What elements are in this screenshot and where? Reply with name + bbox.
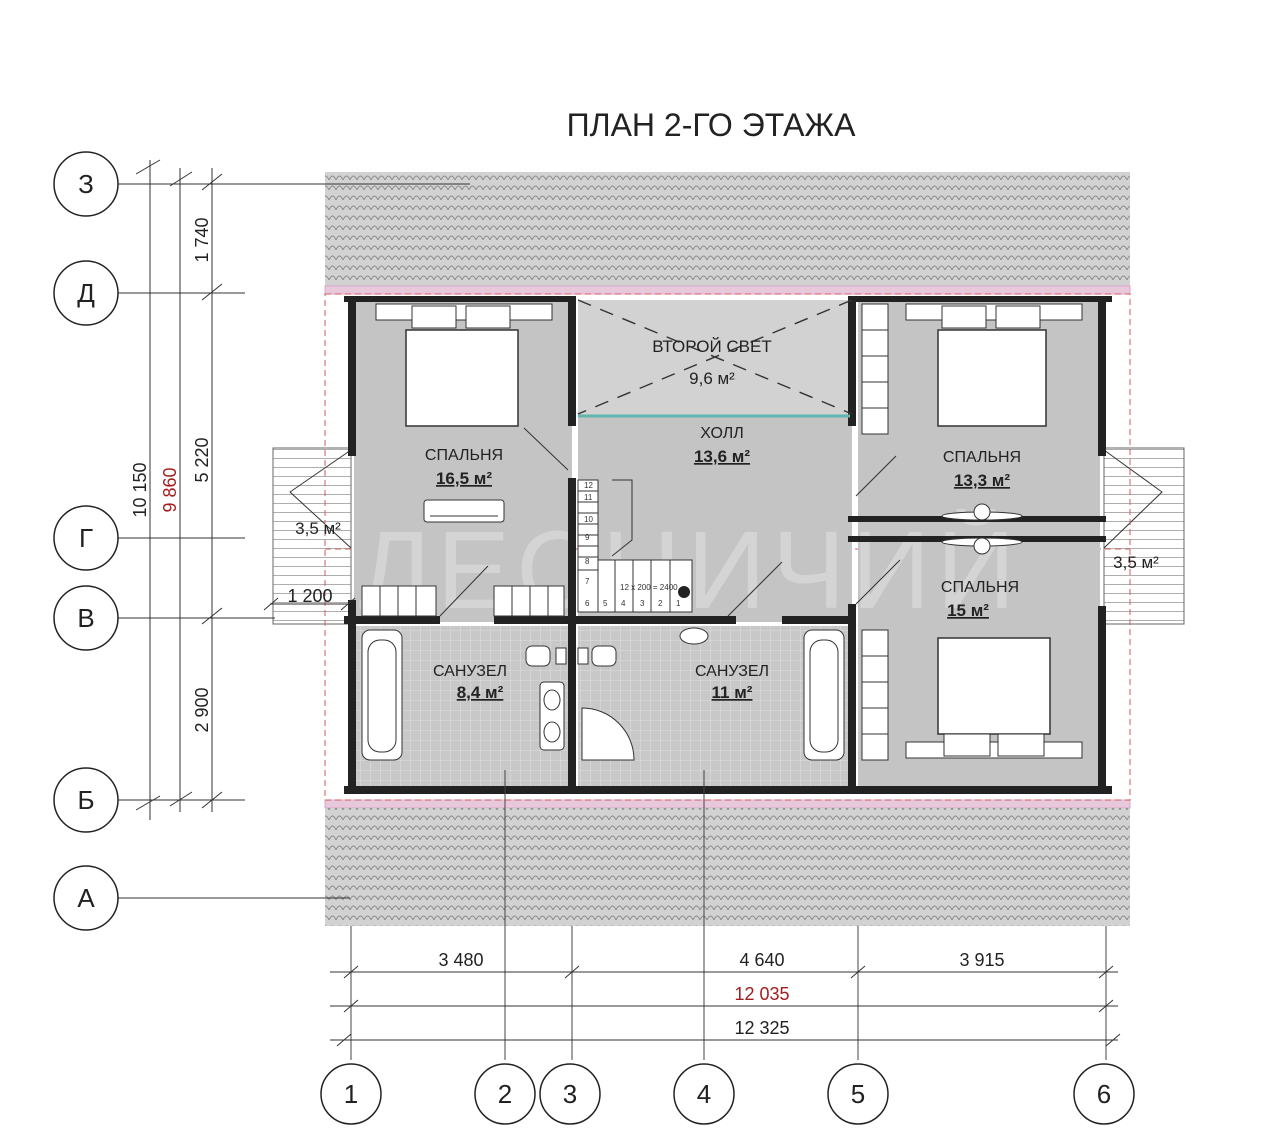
toilets — [525, 645, 617, 667]
column-axis-lines — [350, 770, 1107, 1060]
stair-step-12: 12 — [584, 481, 593, 490]
building-outline — [324, 293, 1131, 801]
dim-span-3-5: 4 640 — [739, 950, 784, 970]
balcony-left — [272, 447, 352, 625]
second-light-floor — [578, 300, 852, 416]
bedroom-right-bottom-name: СПАЛЬНЯ — [941, 579, 1019, 596]
wardrobe-left-bottom — [361, 585, 565, 617]
stair-post — [678, 586, 690, 598]
air-conditioner-icon — [423, 499, 505, 523]
axis-col-6: 6 — [1097, 1079, 1111, 1109]
bathtub-left — [361, 629, 403, 761]
axis-row-v: В — [77, 603, 94, 633]
bedroom-right-top-area: 13,3 м² — [954, 471, 1010, 490]
bed-left — [375, 303, 553, 427]
row-axis-bubbles — [53, 151, 119, 931]
shower-cabin — [581, 707, 635, 761]
axis-col-3: 3 — [563, 1079, 577, 1109]
dim-balcony-depth: 1 200 — [287, 586, 332, 606]
dim-span-1-3: 3 480 — [438, 950, 483, 970]
stair-step-11: 11 — [584, 493, 593, 502]
balcony-right-area: 3,5 м² — [1113, 553, 1159, 572]
stair-step-4: 4 — [621, 599, 626, 608]
roof-top — [324, 172, 1131, 295]
door-swings — [439, 427, 901, 617]
stair-label: 12 x 200 = 2400 — [620, 583, 678, 592]
axis-col-1: 1 — [344, 1079, 358, 1109]
bathroom-center-area: 11 м² — [712, 683, 753, 702]
stair-step-8: 8 — [585, 557, 590, 566]
stair-step-1: 1 — [676, 599, 681, 608]
bathtub-right — [803, 629, 845, 761]
balcony-right — [1103, 447, 1185, 625]
sinks — [539, 627, 709, 751]
roof-bottom — [324, 799, 1131, 926]
bathroom-left-name: САНУЗЕЛ — [433, 663, 507, 680]
walls — [344, 296, 1112, 794]
dim-total-outer: 12 325 — [734, 1018, 789, 1038]
stair-step-5: 5 — [603, 599, 608, 608]
bed-right-bottom — [905, 637, 1083, 759]
axis-col-4: 4 — [697, 1079, 711, 1109]
stair-step-2: 2 — [658, 599, 663, 608]
axis-row-g: Г — [79, 523, 93, 553]
balcony-left-area: 3,5 м² — [295, 519, 341, 538]
hall-area: 13,6 м² — [694, 447, 750, 466]
dim-total-inner: 12 035 — [734, 984, 789, 1004]
dim-span-d-v: 5 220 — [192, 437, 212, 482]
tv-units — [941, 503, 1023, 555]
stair-step-10: 10 — [584, 515, 593, 524]
stair-step-6: 6 — [585, 599, 590, 608]
dim-span-5-6: 3 915 — [959, 950, 1004, 970]
plan-title: ПЛАН 2-ГО ЭТАЖА — [567, 107, 856, 143]
wardrobe-right-top — [861, 303, 889, 435]
bedroom-left-area: 16,5 м² — [436, 469, 492, 488]
column-axis-bubbles — [320, 1063, 1135, 1125]
left-dimension-lines — [118, 159, 470, 899]
axis-row-z: З — [78, 169, 94, 199]
hall-name: ХОЛЛ — [700, 425, 743, 442]
staircase: 12 11 10 9 8 7 6 5 4 3 2 1 12 x 200 = 24… — [577, 479, 693, 613]
stair-step-9: 9 — [585, 533, 590, 542]
axis-row-a: А — [77, 883, 95, 913]
stair-step-7: 7 — [585, 577, 590, 586]
wardrobe-right-bottom — [861, 629, 889, 761]
stair-step-3: 3 — [640, 599, 645, 608]
axis-col-2: 2 — [498, 1079, 512, 1109]
bottom-dimension-lines — [330, 965, 1121, 1047]
axis-row-d: Д — [77, 278, 95, 308]
bathroom-center-name: САНУЗЕЛ — [695, 663, 769, 680]
axis-col-5: 5 — [851, 1079, 865, 1109]
bathroom-left-area: 8,4 м² — [457, 683, 504, 702]
dim-span-v-b: 2 900 — [192, 687, 212, 732]
axis-row-b: Б — [77, 785, 94, 815]
second-light-cross — [577, 299, 853, 415]
bed-right-top — [905, 303, 1083, 427]
bedroom-left-name: СПАЛЬНЯ — [425, 447, 503, 464]
second-light-name: ВТОРОЙ СВЕТ — [652, 337, 772, 356]
dim-left-inner: 9 860 — [160, 467, 180, 512]
dim-left-outer: 10 150 — [130, 462, 150, 517]
second-light-area: 9,6 м² — [689, 369, 735, 388]
dim-span-3-d: 1 740 — [192, 217, 212, 262]
bedroom-right-bottom-area: 15 м² — [947, 601, 989, 620]
bedroom-right-top-name: СПАЛЬНЯ — [943, 449, 1021, 466]
